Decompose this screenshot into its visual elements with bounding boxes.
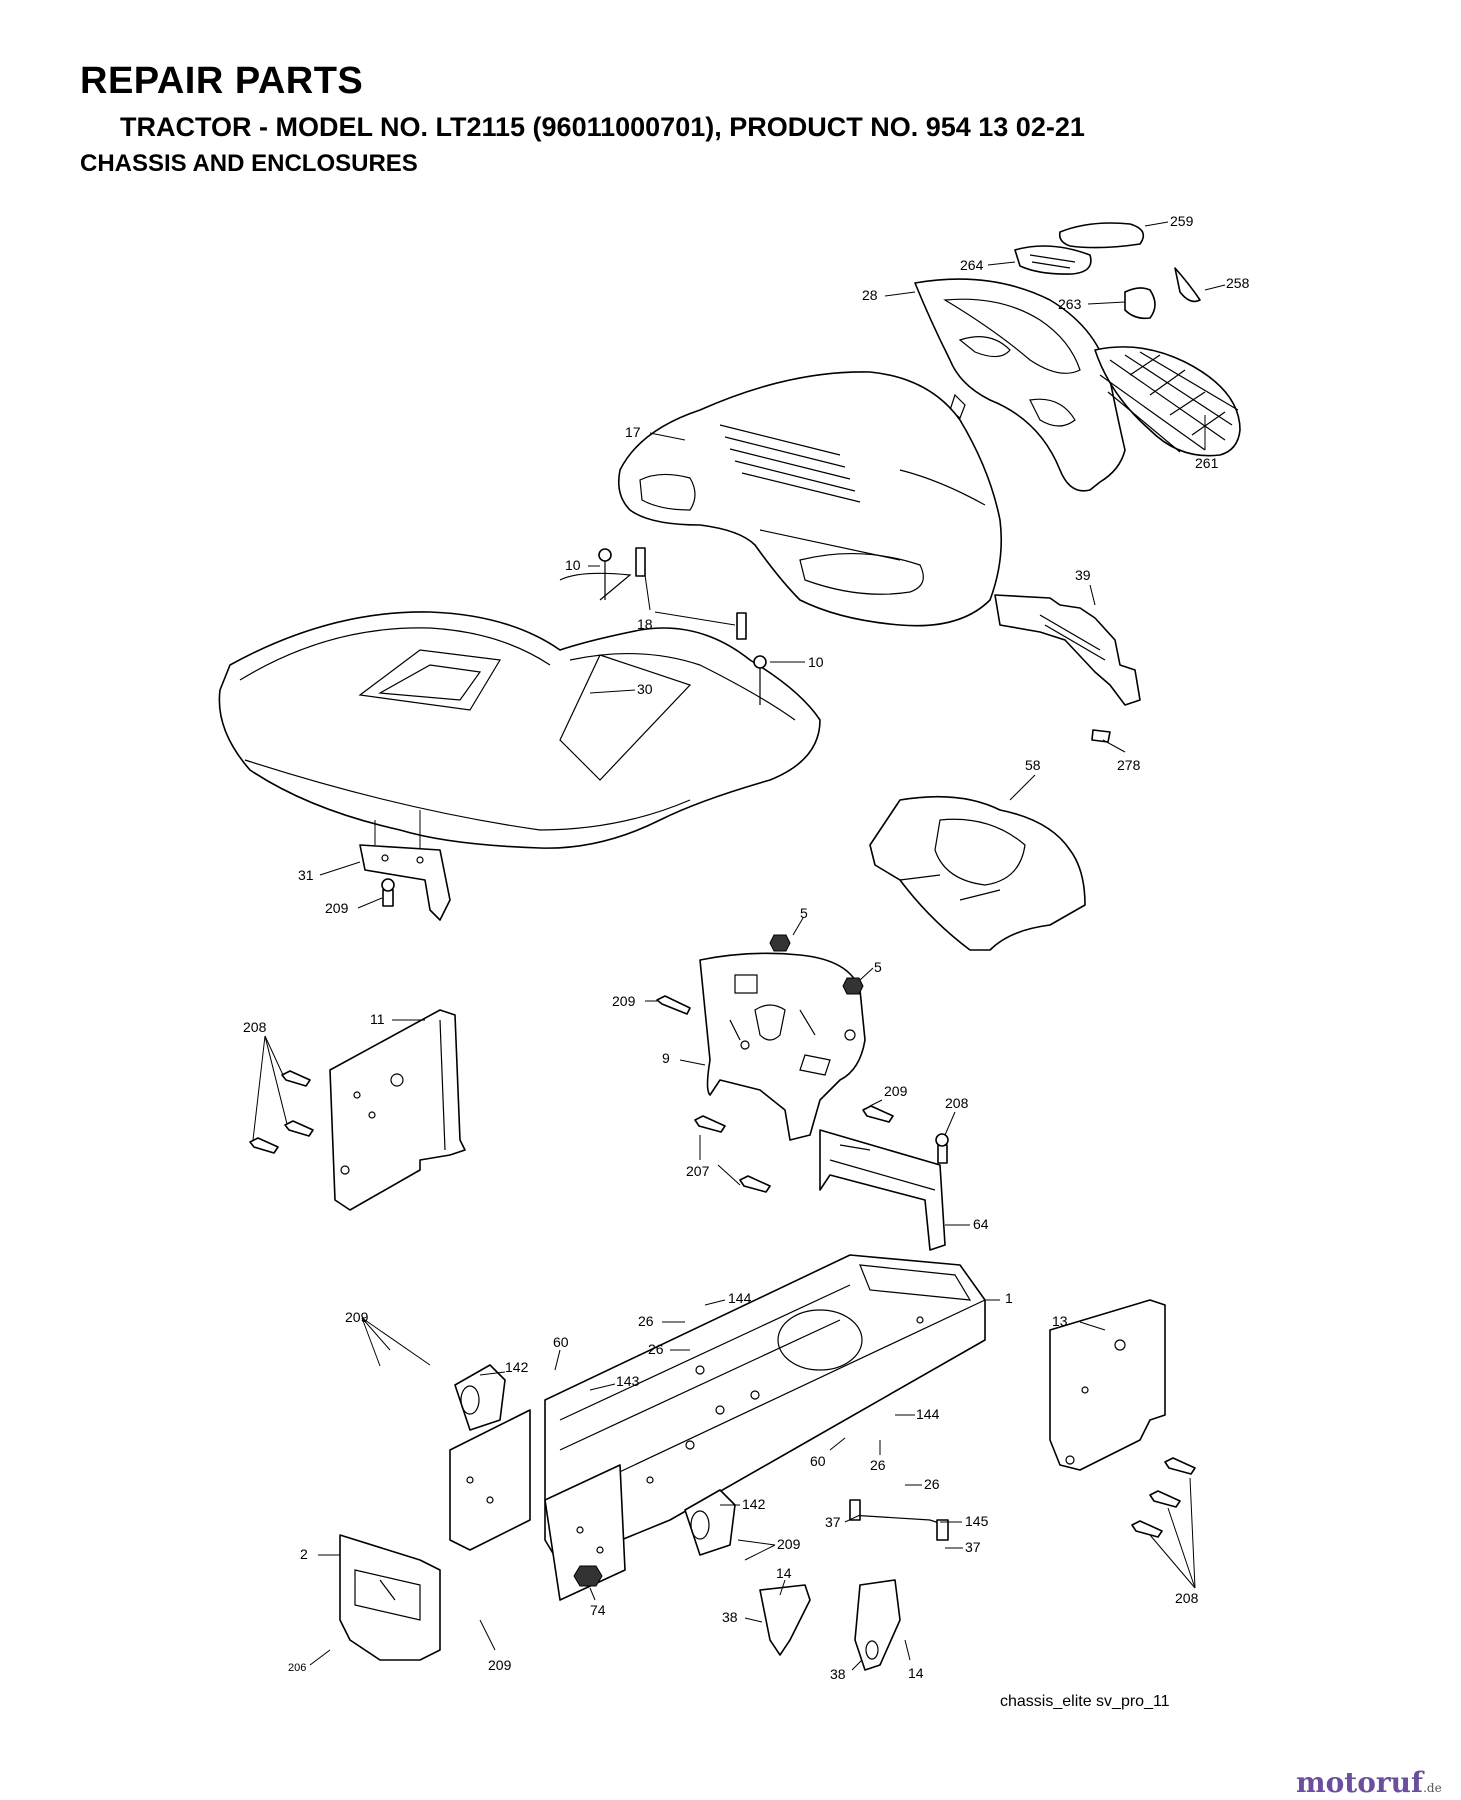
left-side-panel-part bbox=[329, 1009, 466, 1211]
callout-28: 28 bbox=[862, 287, 878, 303]
page-title: REPAIR PARTS bbox=[80, 60, 364, 102]
headlight-lens-part bbox=[1014, 245, 1092, 275]
section-title: CHASSIS AND ENCLOSURES bbox=[80, 150, 418, 177]
model-subtitle: TRACTOR - MODEL NO. LT2115 (96011000701)… bbox=[120, 112, 1085, 142]
callout-209c: 209 bbox=[884, 1083, 908, 1099]
watermark-brand: motoruf bbox=[1296, 1766, 1424, 1799]
callout-209f: 209 bbox=[488, 1657, 512, 1673]
callout-5a: 5 bbox=[800, 905, 808, 921]
front-grille-part bbox=[1094, 346, 1241, 457]
callout-261: 261 bbox=[1195, 455, 1219, 471]
callout-37b: 37 bbox=[965, 1539, 981, 1555]
callout-74: 74 bbox=[590, 1602, 606, 1618]
bolts-208-right-part bbox=[1131, 1457, 1196, 1538]
callout-26d: 26 bbox=[924, 1476, 940, 1492]
callout-31: 31 bbox=[298, 867, 314, 883]
callout-30: 30 bbox=[637, 681, 653, 697]
callout-5b: 5 bbox=[874, 959, 882, 975]
main-frame-part bbox=[544, 1254, 986, 1566]
callout-18: 18 bbox=[637, 616, 653, 632]
dashboard-part bbox=[699, 952, 866, 1141]
front-bracket-part bbox=[339, 1534, 441, 1661]
link-38-parts bbox=[759, 1579, 901, 1671]
callout-209d: 209 bbox=[345, 1309, 369, 1325]
callout-14b: 14 bbox=[908, 1665, 924, 1681]
callout-labels: 259 264 258 28 263 261 17 39 278 10 18 1… bbox=[243, 213, 1250, 1682]
callout-26b: 26 bbox=[648, 1341, 664, 1357]
callout-142a: 142 bbox=[505, 1359, 529, 1375]
callout-26a: 26 bbox=[638, 1313, 654, 1329]
bolts-208-left-part bbox=[249, 1070, 314, 1154]
callout-208c: 208 bbox=[1175, 1590, 1199, 1606]
bumper-18-part bbox=[635, 547, 747, 640]
bolt-10-part bbox=[598, 548, 767, 705]
hitch-plate-142-left-part bbox=[449, 1409, 531, 1551]
callout-2: 2 bbox=[300, 1546, 308, 1562]
callout-11: 11 bbox=[370, 1011, 385, 1027]
headlight-housing-part bbox=[1124, 287, 1156, 320]
side-emblem-part bbox=[1174, 267, 1201, 303]
pivot-bracket-left-part bbox=[454, 1364, 506, 1431]
callout-142b: 142 bbox=[742, 1496, 766, 1512]
callout-64: 64 bbox=[973, 1216, 989, 1232]
drawing-reference-caption: chassis_elite sv_pro_11 bbox=[1000, 1693, 1170, 1710]
callout-258: 258 bbox=[1226, 275, 1250, 291]
callout-259: 259 bbox=[1170, 213, 1194, 229]
callout-209b: 209 bbox=[612, 993, 636, 1009]
callout-13: 13 bbox=[1052, 1313, 1068, 1329]
lower-dash-panel-part bbox=[819, 1129, 949, 1251]
nut-74-part bbox=[573, 1565, 603, 1587]
callout-17: 17 bbox=[625, 424, 641, 440]
callout-207: 207 bbox=[686, 1163, 710, 1179]
callout-14a: 14 bbox=[776, 1565, 792, 1581]
fender-part bbox=[218, 572, 821, 849]
hood-front-shroud-part bbox=[914, 278, 1126, 492]
callout-38a: 38 bbox=[722, 1609, 738, 1625]
callout-37a: 37 bbox=[825, 1514, 841, 1530]
callout-10b: 10 bbox=[808, 654, 824, 670]
callout-1: 1 bbox=[1005, 1290, 1013, 1306]
callout-278: 278 bbox=[1117, 757, 1141, 773]
callout-145: 145 bbox=[965, 1513, 989, 1529]
callout-206: 206 bbox=[288, 1662, 306, 1674]
callout-208a: 208 bbox=[243, 1019, 267, 1035]
callout-9: 9 bbox=[662, 1050, 670, 1066]
callout-60a: 60 bbox=[553, 1334, 569, 1350]
axle-rod-145-part bbox=[849, 1499, 949, 1541]
callout-38b: 38 bbox=[830, 1666, 846, 1682]
pivot-bracket-right-part bbox=[684, 1489, 736, 1556]
hood-bracket-part bbox=[994, 594, 1141, 743]
callout-208b: 208 bbox=[945, 1095, 969, 1111]
callout-143: 143 bbox=[616, 1373, 640, 1389]
callout-209e: 209 bbox=[777, 1536, 801, 1552]
callout-26c: 26 bbox=[870, 1457, 886, 1473]
hood-part bbox=[617, 371, 1003, 627]
watermark-logo: motoruf.de bbox=[1296, 1766, 1442, 1799]
dash-lower-mounts-part bbox=[694, 1105, 894, 1193]
hitch-plate-142-right-part bbox=[544, 1464, 626, 1601]
watermark-suffix: .de bbox=[1423, 1781, 1442, 1795]
callout-263: 263 bbox=[1058, 296, 1082, 312]
callout-144a: 144 bbox=[728, 1290, 752, 1306]
nut-5-part bbox=[769, 934, 864, 995]
callout-209a: 209 bbox=[325, 900, 349, 916]
callout-58: 58 bbox=[1025, 757, 1041, 773]
right-side-panel-part bbox=[1049, 1299, 1166, 1471]
callout-60b: 60 bbox=[810, 1453, 826, 1469]
callout-264: 264 bbox=[960, 257, 984, 273]
air-baffle-part bbox=[869, 795, 1086, 951]
screw-209-part bbox=[381, 878, 395, 907]
callout-144b: 144 bbox=[916, 1406, 940, 1422]
grille-cap-part bbox=[1058, 222, 1145, 249]
seat-mount-bracket-part bbox=[359, 810, 451, 921]
callout-10a: 10 bbox=[565, 557, 581, 573]
callout-39: 39 bbox=[1075, 567, 1091, 583]
screw-209-dash-part bbox=[656, 995, 691, 1015]
